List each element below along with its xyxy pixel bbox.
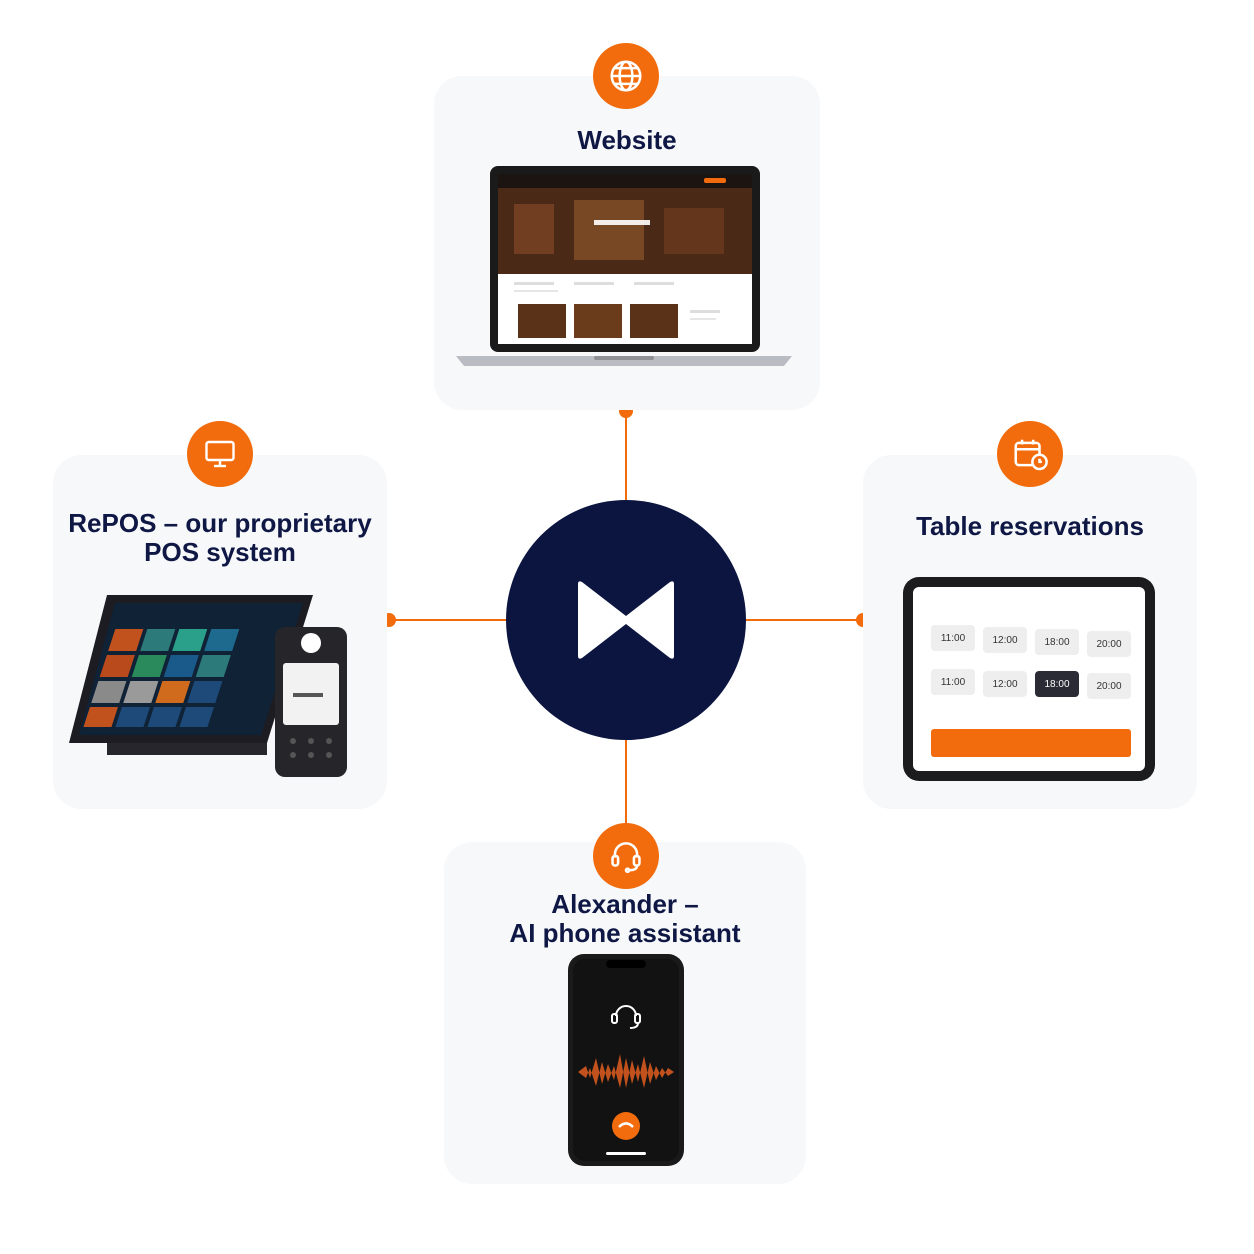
hub-logo [506,500,746,740]
monitor-icon-badge [187,421,253,487]
time-slot[interactable]: 20:00 [1087,631,1131,657]
reservations-card: Table reservations 11:00 12:00 18:00 20:… [863,455,1197,809]
phone-illustration [568,954,684,1166]
globe-icon [610,60,642,92]
repos-label-line2: POS system [144,537,296,567]
repos-label-line1: RePOS – our proprietary [68,508,372,538]
headset-icon-badge [593,823,659,889]
monitor-icon [205,440,235,468]
time-slot[interactable]: 18:00 [1035,629,1079,655]
connector-top [625,411,627,501]
assistant-label-line2: AI phone assistant [509,918,741,948]
reservations-label: Table reservations [916,511,1144,541]
pos-terminal-illustration [69,595,347,777]
assistant-card: Alexander – AI phone assistant [444,842,806,1184]
connector-left [389,619,507,621]
website-card: Website [434,76,820,410]
website-label: Website [577,125,677,155]
time-slot[interactable]: 11:00 [931,625,975,651]
time-slot[interactable]: 12:00 [983,627,1027,653]
reserve-button[interactable] [931,729,1131,757]
globe-icon-badge [593,43,659,109]
time-slot-selected[interactable]: 18:00 [1035,671,1079,697]
connector-bottom [625,740,627,830]
bowtie-logo-icon [578,581,674,659]
connector-right [745,619,863,621]
time-slot[interactable]: 11:00 [931,669,975,695]
time-slot[interactable]: 12:00 [983,671,1027,697]
calendar-clock-icon [1014,439,1048,471]
headset-icon [611,842,641,874]
assistant-label-line1: Alexander – [551,889,699,919]
calendar-icon-badge [997,421,1063,487]
time-slot[interactable]: 20:00 [1087,673,1131,699]
repos-card: RePOS – our proprietary POS system [53,455,387,809]
tablet-illustration: 11:00 12:00 18:00 20:00 11:00 12:00 18:0… [903,577,1155,781]
laptop-illustration [456,166,792,366]
